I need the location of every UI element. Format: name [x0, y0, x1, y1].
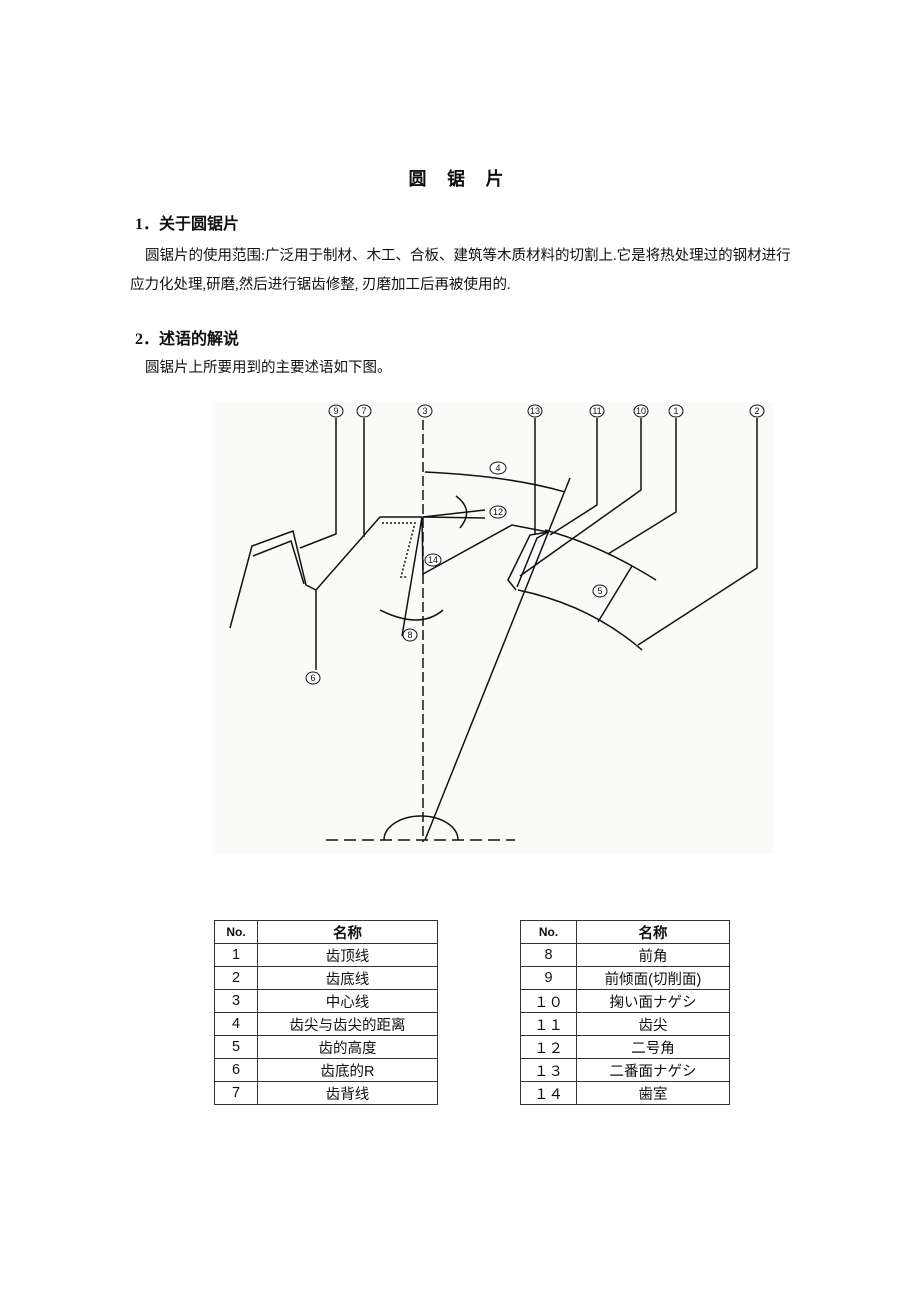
tooth-root-line [517, 589, 643, 651]
diagram-label: 2 [754, 406, 759, 416]
header-no: No. [214, 920, 258, 944]
term-number: １２ [520, 1035, 577, 1059]
diagram-label: 7 [361, 406, 366, 416]
diagram-label: 9 [333, 406, 338, 416]
paragraph: 圆锯片上所要用到的主要述语如下图。 [145, 360, 392, 376]
tooth-profile [229, 516, 549, 629]
term-name: 二番面ナゲシ [576, 1058, 730, 1082]
term-number: 3 [214, 989, 258, 1013]
term-name: 掬い面ナゲシ [576, 989, 730, 1013]
term-number: 1 [214, 943, 258, 967]
document-title: 圆 锯 片 [408, 169, 512, 189]
term-name: 前角 [576, 943, 730, 967]
term-name: 齿底线 [257, 966, 438, 990]
section-heading: 2．述语的解说 [135, 331, 240, 348]
term-name: 齿尖与齿尖的距离 [257, 1012, 438, 1036]
diagram-label: 4 [495, 463, 500, 473]
term-number: 2 [214, 966, 258, 990]
section-heading: 1．关于圆锯片 [135, 216, 240, 233]
term-name: 齿底的R [257, 1058, 438, 1082]
diagram-label: 14 [428, 555, 438, 565]
diagram-label: 10 [636, 406, 646, 416]
term-number: 6 [214, 1058, 258, 1082]
diagram-label: 12 [493, 507, 503, 517]
diagram-label: 13 [530, 406, 540, 416]
term-name: 中心线 [257, 989, 438, 1013]
term-name: 齿的高度 [257, 1035, 438, 1059]
header-name: 名称 [257, 920, 438, 944]
term-number: １３ [520, 1058, 577, 1082]
term-number: 4 [214, 1012, 258, 1036]
diagram-label: 3 [422, 406, 427, 416]
term-number: １４ [520, 1081, 577, 1105]
term-name: 二号角 [576, 1035, 730, 1059]
diagram-label: 8 [407, 630, 412, 640]
paragraph: 圆锯片的使用范围:广泛用于制材、木工、合板、建筑等木质材料的切割上.它是将热处理… [130, 248, 791, 293]
term-name: 前倾面(切削面) [576, 966, 730, 990]
diagram-label: 11 [592, 406, 601, 416]
term-number: 9 [520, 966, 577, 990]
header-no: No. [520, 920, 577, 944]
diagram-label: 6 [310, 673, 315, 683]
term-number: １１ [520, 1012, 577, 1036]
term-name: 齿背线 [257, 1081, 438, 1105]
term-name: 歯室 [576, 1081, 730, 1105]
term-name: 齿尖 [576, 1012, 730, 1036]
term-number: 5 [214, 1035, 258, 1059]
diagram-label: 1 [673, 406, 678, 416]
term-name: 齿顶线 [257, 943, 438, 967]
diagram-label: 5 [597, 586, 602, 596]
tooth-tip-line [544, 529, 657, 581]
term-number: 7 [214, 1081, 258, 1105]
term-number: 8 [520, 943, 577, 967]
term-number: １０ [520, 989, 577, 1013]
header-name: 名称 [576, 920, 730, 944]
